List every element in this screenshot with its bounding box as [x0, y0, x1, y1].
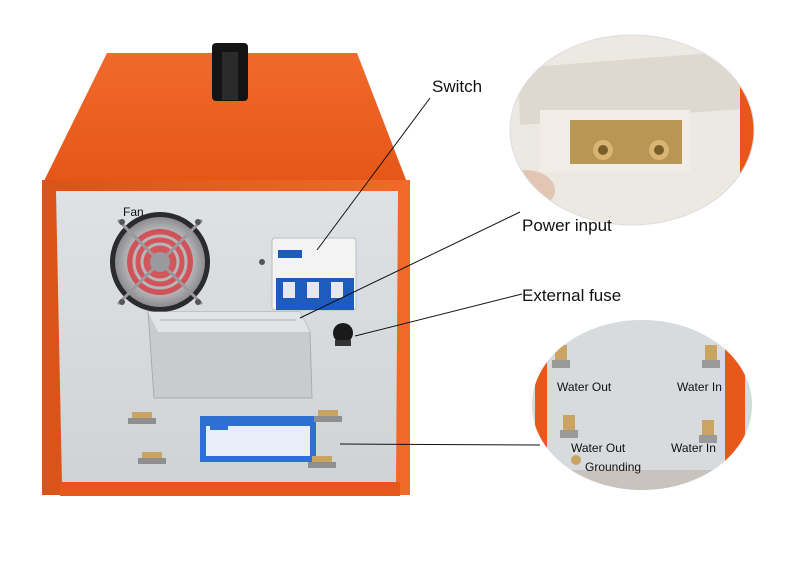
- front-connectors: [128, 410, 342, 468]
- water-in-label-2: Water In: [671, 441, 716, 455]
- fuse-knob: [333, 323, 353, 346]
- inset-power-input: [509, 34, 755, 226]
- fan-label: Fan: [123, 205, 144, 219]
- inset-water-connections: [532, 320, 752, 490]
- external-fuse-label: External fuse: [522, 286, 622, 305]
- terminal-cover: [147, 311, 313, 399]
- grounding-label: Grounding: [585, 460, 642, 474]
- water-in-label-1: Water In: [677, 380, 722, 394]
- switch-label: Switch: [432, 77, 483, 96]
- water-out-label-1: Water Out: [557, 380, 612, 394]
- fan-icon: [110, 212, 210, 312]
- handle: [212, 43, 248, 101]
- breaker-switch: [259, 237, 357, 311]
- power-input-label: Power input: [522, 216, 612, 235]
- callout-lines: [299, 97, 541, 446]
- water-out-label-2: Water Out: [571, 441, 626, 455]
- nameplate: [200, 416, 316, 462]
